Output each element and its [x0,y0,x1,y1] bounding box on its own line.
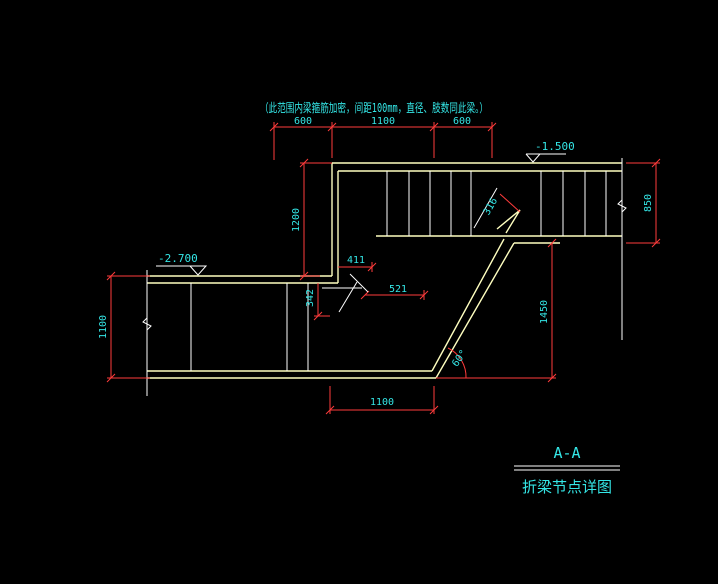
title-underline [514,465,620,471]
dim-lower-depth: 1100 [98,315,109,339]
dim-upper-depth: 850 [643,194,654,212]
dim-411: 411 [347,255,365,266]
break-symbols [142,158,627,396]
level-upper-label: -1.500 [535,140,575,153]
intersection-marker [322,273,369,313]
dim-top-mid: 1100 [371,116,395,127]
section-label: A-A [553,444,580,462]
dim-slope-height: 1450 [539,300,550,324]
dim-342: 342 [305,289,316,307]
dim-top-right: 600 [453,116,471,127]
dimension-lines [106,122,661,415]
beam-outline [147,162,622,379]
level-symbol-upper [525,153,566,163]
level-lower-label: -2.700 [158,252,198,265]
drawing-title: 折梁节点详图 [522,478,612,496]
note-text: （此范围内梁箍筋加密，间距100mm，直径、肢数同此梁。） [260,100,488,115]
dim-521: 521 [389,284,407,295]
dim-top-left: 600 [294,116,312,127]
dim-upper-height: 1200 [291,208,302,232]
level-symbol-lower [156,265,208,276]
dim-bottom: 1100 [370,397,394,408]
stirrups [190,171,607,371]
dim-316: 316 [482,196,501,217]
